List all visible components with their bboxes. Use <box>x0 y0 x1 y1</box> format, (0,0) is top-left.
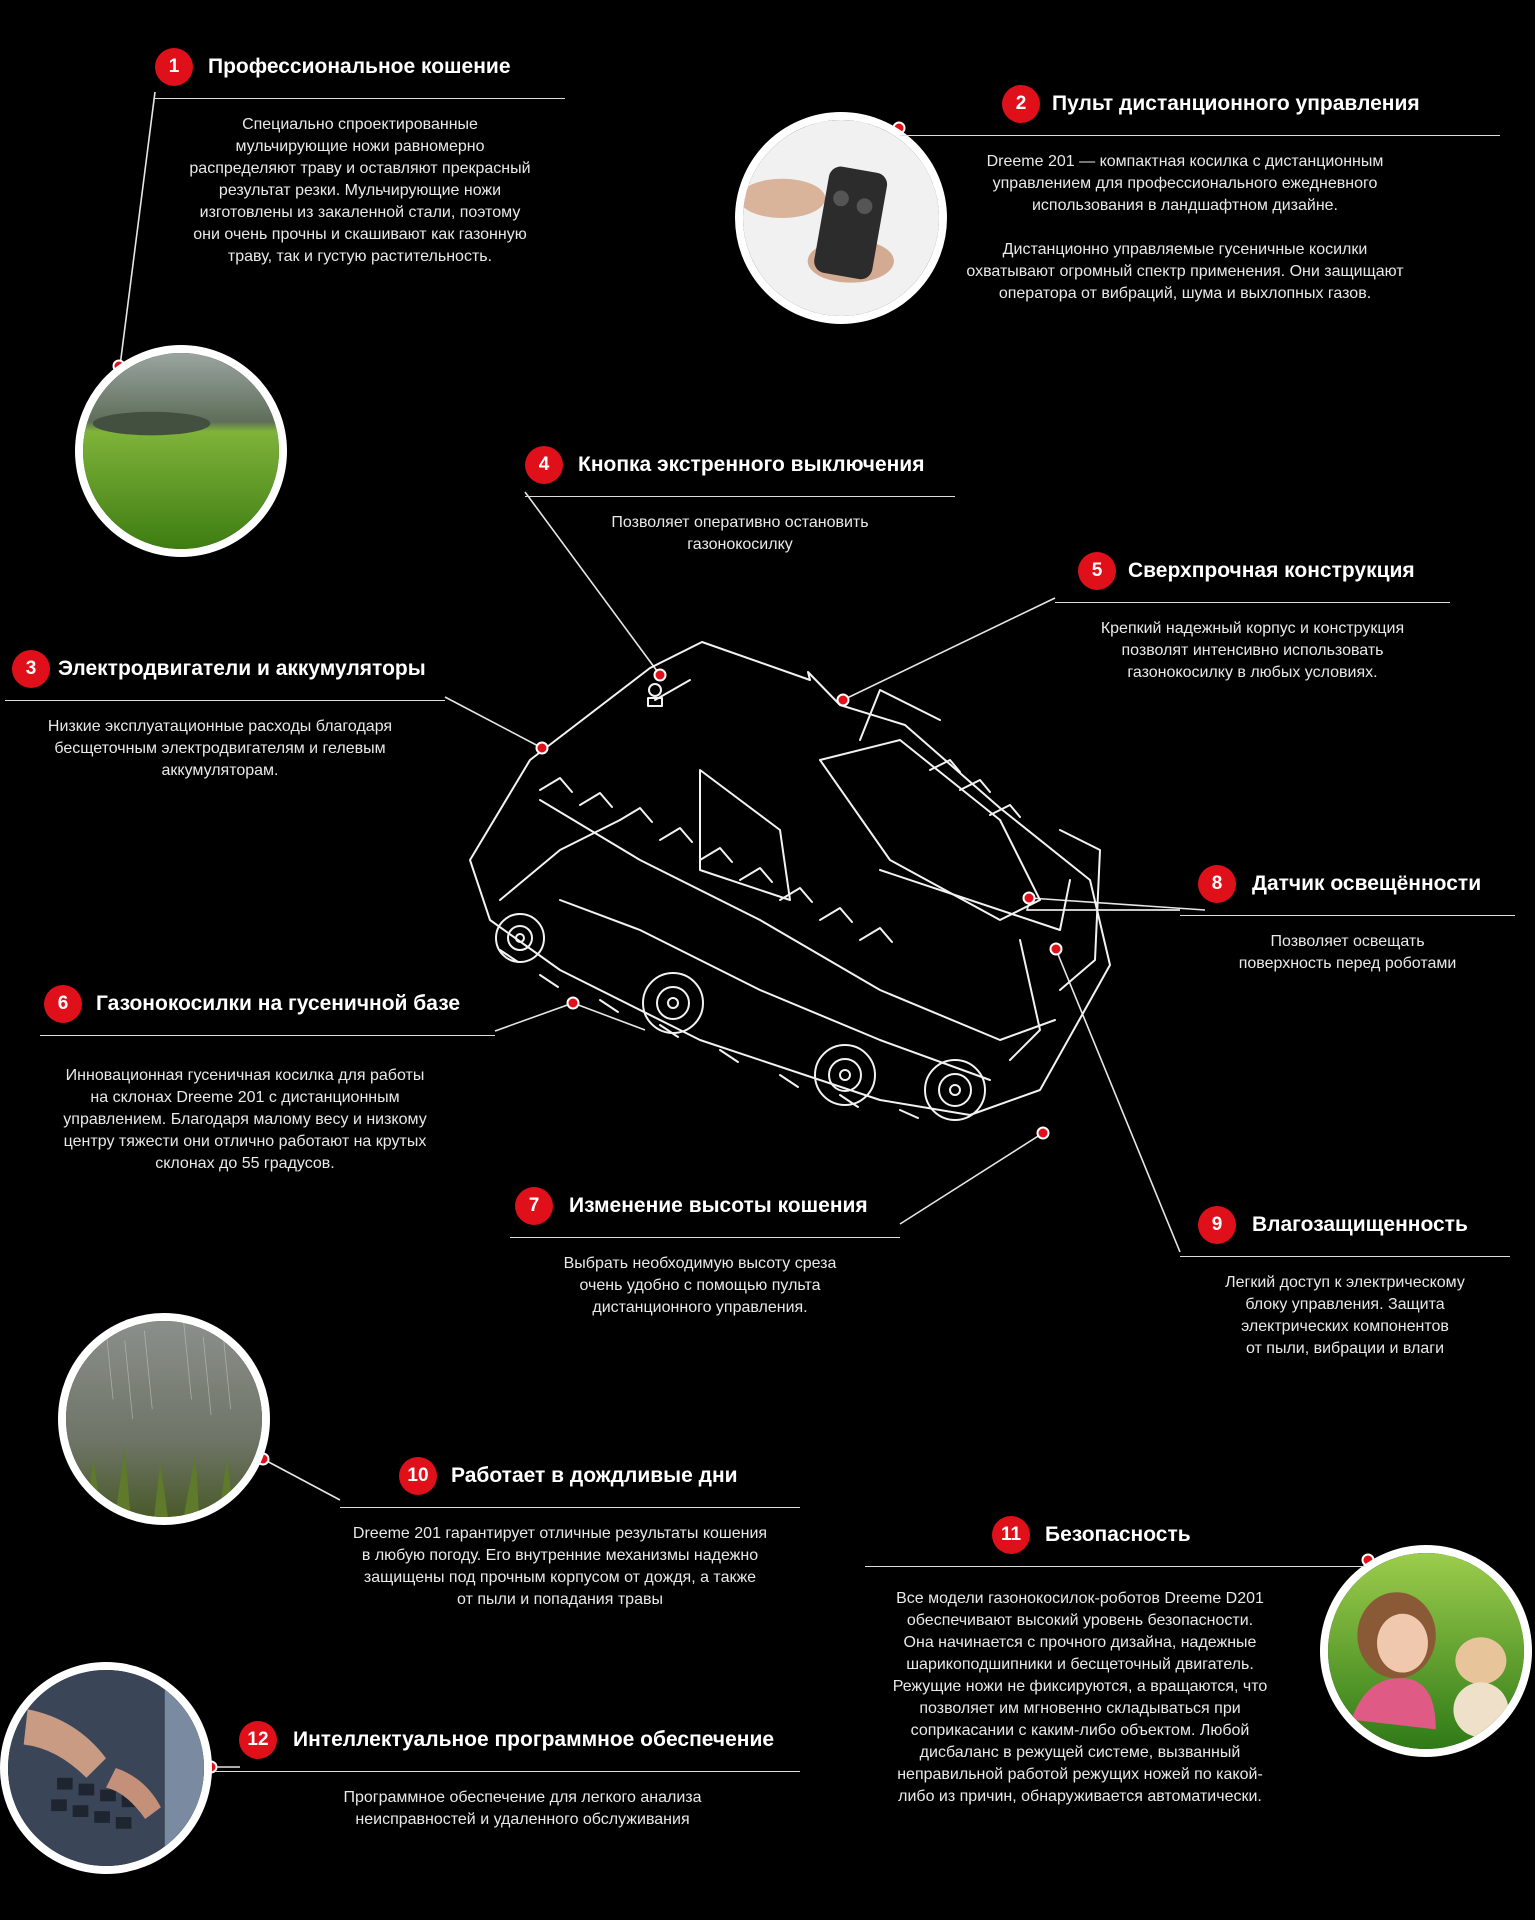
badge-5: 5 <box>1078 552 1116 590</box>
marker-dot-5 <box>836 693 850 707</box>
feature-desc-7: Выбрать необходимую высоту среза очень у… <box>563 1255 837 1316</box>
marker-dot-4 <box>653 668 667 682</box>
badge-9: 9 <box>1198 1206 1236 1244</box>
rain-grass-photo <box>58 1313 270 1525</box>
feature-title-11: Безопасность <box>1045 1523 1191 1546</box>
badge-7: 7 <box>515 1187 553 1225</box>
feature-desc-12: Программное обеспечение для легкого анал… <box>343 1789 702 1828</box>
divider-4 <box>525 496 955 497</box>
remote-control-photo <box>735 112 947 324</box>
feature-desc-5: Крепкий надежный корпус и конструкция по… <box>1100 620 1405 681</box>
badge-3: 3 <box>12 650 50 688</box>
feature-title-12: Интеллектуальное программное обеспечение <box>293 1728 775 1751</box>
divider-9 <box>1180 1256 1510 1257</box>
badge-6: 6 <box>44 985 82 1023</box>
feature-9: 9 Влагозащищенность Легкий доступ к элек… <box>1180 1206 1510 1357</box>
badge-8: 8 <box>1198 865 1236 903</box>
feature-title-9: Влагозащищенность <box>1252 1213 1468 1236</box>
feature-title-3: Электродвигатели и аккумуляторы <box>58 657 426 680</box>
divider-6 <box>40 1035 495 1036</box>
feature-title-8: Датчик освещённости <box>1252 872 1482 895</box>
feature-desc-6: Инновационная гусеничная косилка для раб… <box>63 1067 427 1172</box>
connector-1 <box>119 91 156 367</box>
connector-8c <box>1029 897 1206 911</box>
feature-6: 6 Газонокосилки на гусеничной базе Иннов… <box>40 985 495 1172</box>
divider-8 <box>1180 915 1515 916</box>
connector-8b <box>1025 899 1180 911</box>
feature-title-6: Газонокосилки на гусеничной базе <box>96 992 461 1015</box>
feature-title-1: Профессиональное кошение <box>208 55 511 78</box>
keyboard-typing-photo <box>0 1662 212 1874</box>
marker-dot-9 <box>1049 942 1063 956</box>
marker-dot-3 <box>535 741 549 755</box>
feature-title-10: Работает в дождливые дни <box>451 1464 738 1487</box>
feature-desc-10: Dreeme 201 гарантирует отличные результа… <box>352 1525 768 1608</box>
feature-title-4: Кнопка экстренного выключения <box>578 453 925 476</box>
badge-1: 1 <box>155 48 193 86</box>
feature-3: 3 Электродвигатели и аккумуляторы Низкие… <box>5 650 445 779</box>
connector-4 <box>524 491 661 676</box>
feature-desc-1: Специально спроектированные мульчирующие… <box>189 116 531 265</box>
feature-1: 1 Профессиональное кошение Специально сп… <box>155 48 565 265</box>
connector-5 <box>842 597 1056 701</box>
connector-10 <box>262 1458 341 1501</box>
feature-desc-4: Позволяет оперативно остановить газоноко… <box>611 514 869 553</box>
feature-desc-9: Легкий доступ к электрическому блоку упр… <box>1225 1274 1465 1357</box>
feature-5: 5 Сверхпрочная конструкция Крепкий надеж… <box>1055 552 1450 681</box>
badge-12: 12 <box>239 1721 277 1759</box>
feature-7: 7 Изменение высоты кошения Выбрать необх… <box>510 1187 900 1316</box>
divider-3 <box>5 700 445 701</box>
feature-11: 11 Безопасность Все модели газонокосилок… <box>865 1516 1365 1805</box>
connector-3 <box>444 696 543 749</box>
feature-12: 12 Интеллектуальное программное обеспече… <box>215 1721 800 1828</box>
divider-1 <box>155 98 565 99</box>
marker-dot-6 <box>566 996 580 1010</box>
badge-4: 4 <box>525 446 563 484</box>
divider-7 <box>510 1237 900 1238</box>
connector-9 <box>1054 946 1181 1253</box>
marker-dot-7 <box>1036 1126 1050 1140</box>
marker-dot-8 <box>1022 891 1036 905</box>
feature-title-5: Сверхпрочная конструкция <box>1128 559 1415 582</box>
feature-4: 4 Кнопка экстренного выключения Позволяе… <box>525 446 955 553</box>
badge-2: 2 <box>1002 85 1040 123</box>
divider-12 <box>215 1771 800 1772</box>
feature-10: 10 Работает в дождливые дни Dreeme 201 г… <box>340 1457 800 1608</box>
feature-title-2: Пульт дистанционного управления <box>1052 92 1420 115</box>
feature-title-7: Изменение высоты кошения <box>569 1194 868 1217</box>
badge-11: 11 <box>992 1516 1030 1554</box>
feature-8: 8 Датчик освещённости Позволяет освещать… <box>1180 865 1515 972</box>
divider-5 <box>1055 602 1450 603</box>
feature-desc-8: Позволяет освещать поверхность перед роб… <box>1238 933 1457 972</box>
lawn-photo <box>75 345 287 557</box>
feature-desc-2: Dreeme 201 — компактная косилка с дистан… <box>966 153 1404 302</box>
connector-7 <box>899 1132 1044 1225</box>
feature-desc-3: Низкие эксплуатационные расходы благодар… <box>47 718 393 779</box>
divider-2 <box>900 135 1500 136</box>
feature-2: 2 Пульт дистанционного управления Dreeme… <box>900 85 1500 302</box>
feature-desc-11: Все модели газонокосилок-роботов Dreeme … <box>892 1590 1268 1805</box>
girl-with-cat-photo <box>1320 1545 1532 1757</box>
badge-10: 10 <box>399 1457 437 1495</box>
divider-11 <box>865 1566 1365 1567</box>
divider-10 <box>340 1507 800 1508</box>
mower-sketch <box>469 641 1111 1121</box>
